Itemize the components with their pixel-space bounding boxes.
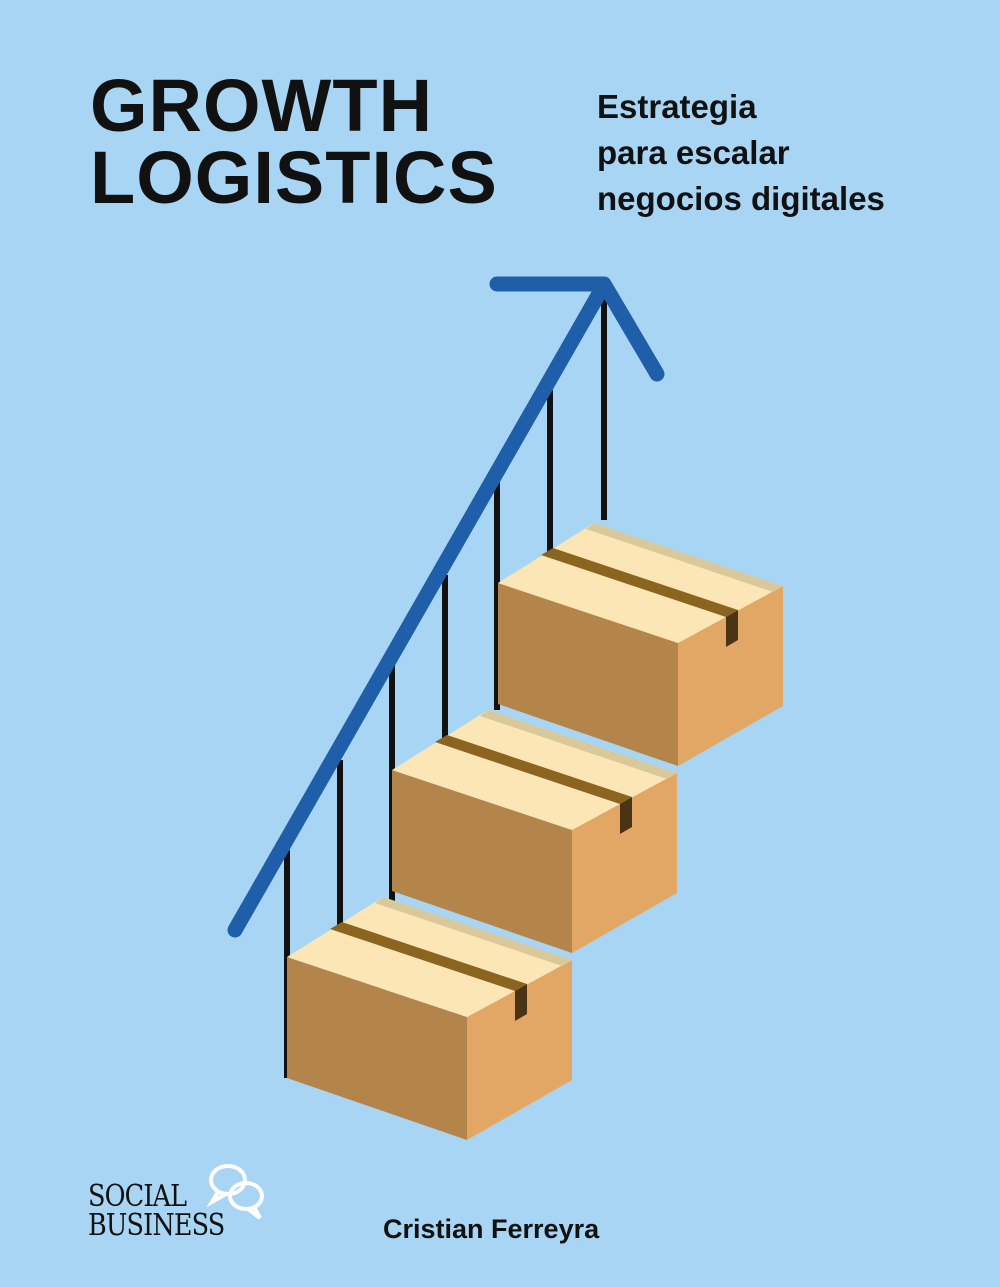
book-subtitle: Estrategia para escalar negocios digital… [597,84,885,222]
author-name: Cristian Ferreyra [383,1214,600,1244]
title-line: LOGISTICS [90,136,498,219]
publisher-line: SOCIAL [88,1179,187,1214]
subtitle-line: negocios digitales [597,180,885,217]
publisher-line: BUSINESS [88,1208,225,1243]
growth-arrow-icon [227,276,665,938]
subtitle-line: para escalar [597,134,790,171]
subtitle-line: Estrategia [597,88,757,125]
speech-bubbles-icon [206,1164,264,1220]
title-line: GROWTH [90,64,434,147]
book-title: GROWTH LOGISTICS [90,64,498,219]
publisher-logo: SOCIAL BUSINESS [88,1160,278,1250]
